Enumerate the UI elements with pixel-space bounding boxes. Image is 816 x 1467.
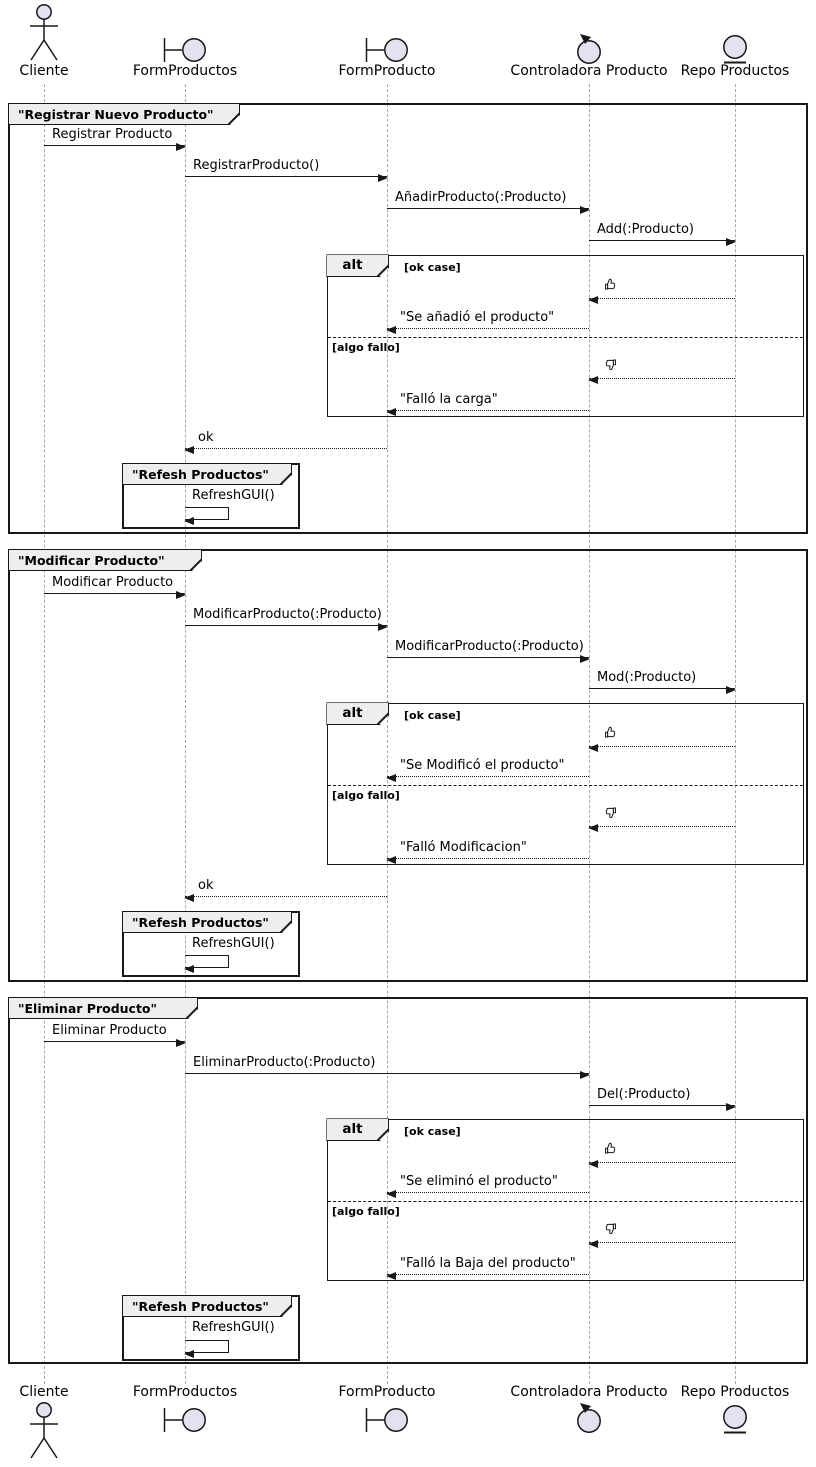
alt-keyword: alt <box>326 254 389 277</box>
msg-modificarproducto-1: ModificarProducto(:Producto) <box>185 607 388 631</box>
reply-ok-flag <box>588 1142 735 1168</box>
reply-fail-flag <box>588 1223 735 1248</box>
self-msg-refreshgui <box>184 507 229 525</box>
participant-label-repo: Repo Productos <box>680 1384 790 1400</box>
msg-eliminarproducto-call: EliminarProducto(:Producto) <box>185 1055 590 1079</box>
msg-modificarproducto-2: ModificarProducto(:Producto) <box>387 639 590 663</box>
participant-label-controladora: Controladora Producto <box>510 63 668 79</box>
alt-divider <box>328 785 803 786</box>
guard-fail: [algo fallo] <box>332 1205 400 1218</box>
thumbs-up-icon <box>604 724 617 743</box>
lifeline-formproducto <box>387 84 388 1384</box>
thumbs-down-icon <box>604 804 617 823</box>
refresh-frame-registrar: "Refesh Productos" <box>122 463 300 529</box>
lifeline-controladora <box>589 84 590 1384</box>
alt-frame-modificar: alt [ok case] [algo fallo] <box>327 703 804 865</box>
self-msg-label: RefreshGUI() <box>192 936 275 951</box>
reply-se-anadio: "Se añadió el producto" <box>386 310 589 334</box>
guard-ok: [ok case] <box>404 261 461 274</box>
guard-fail: [algo fallo] <box>332 789 400 802</box>
msg-anadirproducto: AñadirProducto(:Producto) <box>387 190 590 214</box>
thumbs-up-icon <box>604 276 617 295</box>
participant-label-formproductos: FormProductos <box>132 1384 238 1400</box>
frame-title-text: "Modificar Producto" <box>18 553 165 568</box>
msg-eliminar-producto: Eliminar Producto <box>44 1023 186 1047</box>
guard-ok: [ok case] <box>404 709 461 722</box>
msg-add-producto: Add(:Producto) <box>589 222 736 246</box>
self-msg-refreshgui <box>184 1340 229 1358</box>
guard-fail: [algo fallo] <box>332 341 400 354</box>
reply-fail-flag <box>588 359 735 384</box>
thumbs-up-icon <box>604 1140 617 1159</box>
frame-title-eliminar: "Eliminar Producto" <box>8 997 198 1019</box>
frame-title-text: "Eliminar Producto" <box>18 1001 158 1016</box>
reply-fail-flag <box>588 807 735 832</box>
actor-icon <box>27 1402 61 1464</box>
reply-fallo-baja: "Falló la Baja del producto" <box>386 1256 589 1280</box>
thumbs-down-icon <box>604 356 617 375</box>
participant-label-cliente: Cliente <box>19 63 69 79</box>
boundary-icon <box>162 36 207 68</box>
group-frame-registrar: "Registrar Nuevo Producto" <box>8 103 808 534</box>
actor-icon <box>27 4 61 66</box>
reply-ok: ok <box>184 430 387 454</box>
refresh-frame-title: "Refesh Productos" <box>122 463 292 485</box>
participant-label-controladora: Controladora Producto <box>510 1384 668 1400</box>
reply-fallo-carga: "Falló la carga" <box>386 392 589 416</box>
refresh-frame-title: "Refesh Productos" <box>122 911 292 933</box>
alt-frame-eliminar: alt [ok case] [algo fallo] <box>327 1119 804 1281</box>
entity-icon <box>721 1404 749 1440</box>
refresh-frame-title: "Refesh Productos" <box>122 1295 292 1317</box>
reply-se-elimino: "Se eliminó el producto" <box>386 1174 589 1198</box>
participant-label-formproductos: FormProductos <box>132 63 238 79</box>
control-icon <box>574 1402 604 1438</box>
refresh-frame-eliminar: "Refesh Productos" <box>122 1295 300 1361</box>
alt-keyword: alt <box>326 702 389 725</box>
alt-divider <box>328 337 803 338</box>
boundary-icon <box>364 36 409 68</box>
msg-mod-producto: Mod(:Producto) <box>589 670 736 694</box>
guard-ok: [ok case] <box>404 1125 461 1138</box>
thumbs-down-icon <box>604 1220 617 1239</box>
group-frame-eliminar: "Eliminar Producto" <box>8 997 808 1364</box>
reply-ok-flag <box>588 278 735 304</box>
group-frame-modificar: "Modificar Producto" <box>8 549 808 982</box>
boundary-icon <box>364 1406 409 1438</box>
frame-title-text: "Registrar Nuevo Producto" <box>18 107 214 122</box>
reply-se-modifico: "Se Modificó el producto" <box>386 758 589 782</box>
msg-registrar-producto: Registrar Producto <box>44 127 186 151</box>
lifeline-formproductos <box>185 84 186 1384</box>
lifeline-repo <box>735 84 736 1384</box>
participant-label-repo: Repo Productos <box>680 63 790 79</box>
self-msg-refreshgui <box>184 955 229 973</box>
entity-icon <box>721 34 749 70</box>
alt-keyword: alt <box>326 1118 389 1141</box>
lifeline-cliente <box>44 84 45 1384</box>
frame-title-modificar: "Modificar Producto" <box>8 549 202 571</box>
alt-frame-registrar: alt [ok case] [algo fallo] <box>327 255 804 417</box>
msg-del-producto: Del(:Producto) <box>589 1087 736 1111</box>
self-msg-label: RefreshGUI() <box>192 1320 275 1335</box>
boundary-icon <box>162 1406 207 1438</box>
msg-registrarproducto-call: RegistrarProducto() <box>185 158 388 182</box>
reply-ok: ok <box>184 878 387 902</box>
msg-modificar-producto: Modificar Producto <box>44 575 186 599</box>
alt-divider <box>328 1201 803 1202</box>
self-msg-label: RefreshGUI() <box>192 488 275 503</box>
reply-ok-flag <box>588 726 735 752</box>
participant-label-cliente: Cliente <box>19 1384 69 1400</box>
reply-fallo-modificacion: "Falló Modificacion" <box>386 840 589 864</box>
refresh-frame-modificar: "Refesh Productos" <box>122 911 300 977</box>
participant-label-formproducto: FormProducto <box>338 63 436 79</box>
control-icon <box>574 33 604 69</box>
frame-title-registrar: "Registrar Nuevo Producto" <box>8 103 240 125</box>
participant-label-formproducto: FormProducto <box>338 1384 436 1400</box>
